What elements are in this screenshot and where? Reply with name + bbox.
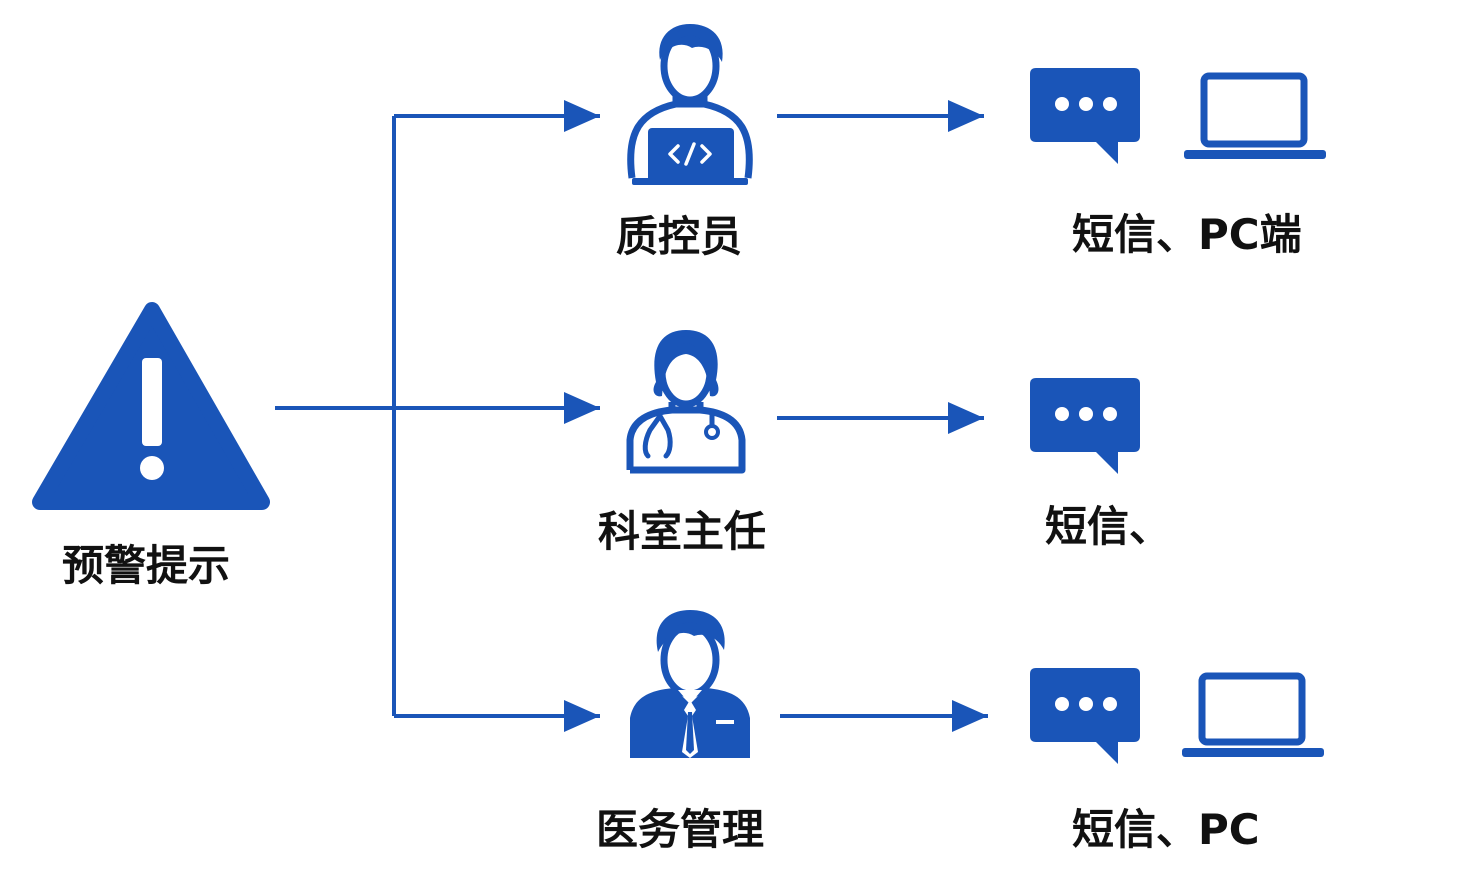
role-label-medical-admin: 医务管理 [596,805,765,854]
channels-label-medical-admin: 短信、PC [1072,805,1260,854]
role-label-department-head: 科室主任 [598,507,767,556]
doctor-stethoscope-icon [626,330,746,474]
laptop-icon [1182,672,1324,757]
role-label-qc-staff: 质控员 [616,212,743,261]
manager-suit-icon [630,610,750,758]
source-label: 预警提示 [62,541,231,590]
channels-label-department-head: 短信、 [1045,502,1172,551]
qc-staff-coder-icon [627,24,753,185]
message-bubble-icon [1030,378,1140,474]
channels-label-qc-staff: 短信、PC端 [1072,210,1302,259]
message-bubble-icon [1030,68,1140,164]
warning-icon [32,302,270,510]
connector-lines [275,100,988,732]
laptop-icon [1184,72,1326,159]
message-bubble-icon [1030,668,1140,764]
